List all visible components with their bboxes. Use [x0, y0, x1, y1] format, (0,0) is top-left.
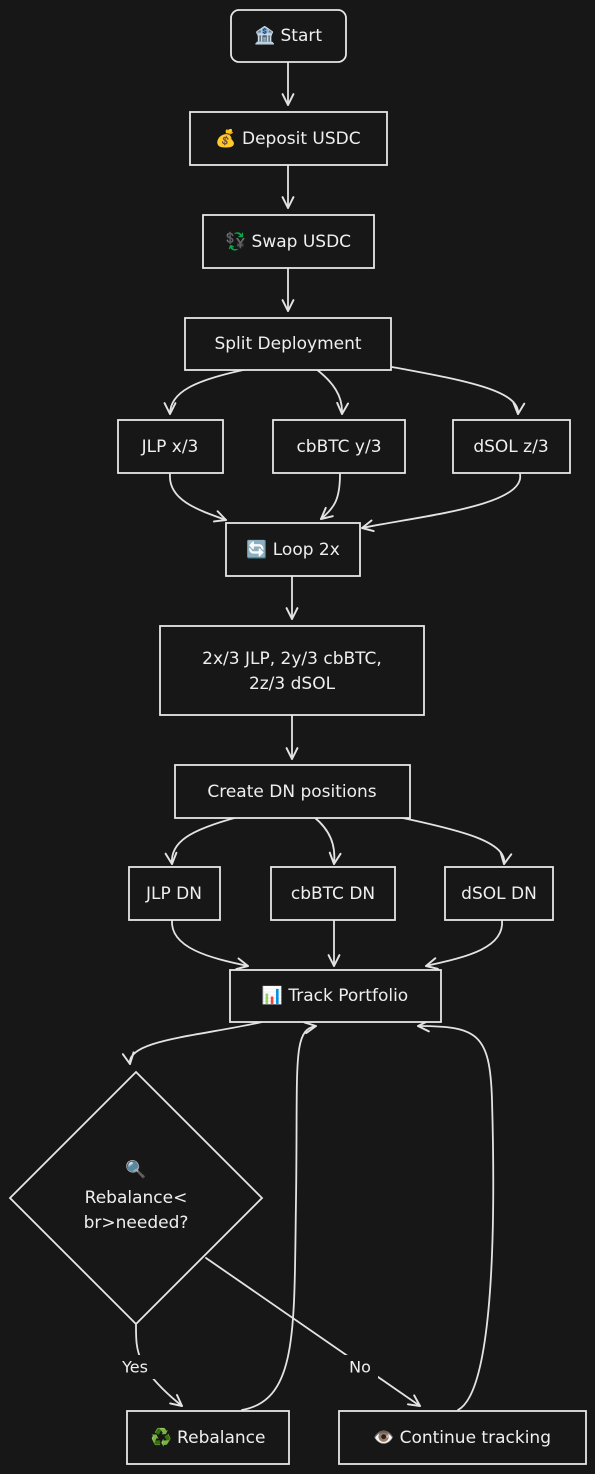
edge-cbbtc-loop: [320, 473, 341, 520]
node-start-label: 🏦 Start: [254, 25, 322, 46]
node-result[interactable]: 2x/3 JLP, 2y/3 cbBTC, 2z/3 dSOL: [159, 625, 425, 716]
node-dsol-dn-label: dSOL DN: [461, 884, 537, 904]
node-create-dn-label: Create DN positions: [207, 782, 376, 802]
edge-labels: Yes No: [114, 1355, 378, 1379]
node-track[interactable]: 📊 Track Portfolio: [229, 969, 442, 1023]
node-jlp-dn[interactable]: JLP DN: [128, 866, 221, 921]
node-swap-label: 💱 Swap USDC: [225, 231, 351, 252]
node-dsol[interactable]: dSOL z/3: [452, 419, 571, 474]
node-loop[interactable]: 🔄 Loop 2x: [225, 522, 361, 577]
node-decision-label-line1: Rebalance<: [85, 1188, 188, 1208]
yes-label-bg: [114, 1355, 156, 1379]
node-track-label: 📊 Track Portfolio: [262, 985, 408, 1006]
edge-create-dsoldn: [397, 816, 513, 865]
node-dsol-dn[interactable]: dSOL DN: [444, 866, 554, 921]
node-split-label: Split Deployment: [214, 334, 361, 354]
node-decision[interactable]: 🔍 Rebalance< br>needed?: [8, 1070, 264, 1326]
node-jlp-label: JLP x/3: [141, 437, 199, 457]
node-jlp[interactable]: JLP x/3: [117, 419, 224, 474]
node-deposit[interactable]: 💰 Deposit USDC: [189, 111, 388, 166]
edge-label-yes: Yes: [121, 1358, 148, 1377]
node-cbbtc-dn-label: cbBTC DN: [291, 884, 375, 904]
node-continue-label: 👁️ Continue tracking: [373, 1428, 551, 1448]
edge-jlp-loop: [169, 473, 227, 523]
edge-track-decision: [121, 1021, 263, 1065]
node-cbbtc[interactable]: cbBTC y/3: [272, 419, 406, 474]
edge-rebalance-track: [241, 1021, 317, 1411]
edge-create-jlpdn: [164, 816, 239, 865]
node-cbbtc-dn[interactable]: cbBTC DN: [270, 866, 396, 921]
node-continue[interactable]: 👁️ Continue tracking: [338, 1410, 587, 1465]
node-rebalance-label: ♻️ Rebalance: [150, 1427, 265, 1448]
edge-label-no: No: [349, 1358, 371, 1377]
edge-jlpdn-track: [171, 919, 249, 971]
edge-split-dsol: [391, 366, 526, 415]
node-deposit-label: 💰 Deposit USDC: [215, 128, 360, 149]
edge-split-jlp: [163, 368, 249, 415]
nodes: 🏦 Start 💰 Deposit USDC 💱 Swap USDC Split…: [8, 9, 587, 1465]
edge-dsol-loop: [361, 473, 521, 533]
edge-create-cbbtcdn: [313, 816, 342, 865]
node-start[interactable]: 🏦 Start: [230, 9, 347, 63]
node-cbbtc-label: cbBTC y/3: [296, 437, 381, 457]
node-result-label-line2: 2z/3 dSOL: [249, 674, 336, 694]
node-decision-label-line2: br>needed?: [84, 1213, 189, 1233]
node-loop-label: 🔄 Loop 2x: [246, 539, 340, 560]
node-swap[interactable]: 💱 Swap USDC: [202, 214, 375, 269]
node-rebalance[interactable]: ♻️ Rebalance: [126, 1410, 290, 1465]
no-label-bg: [342, 1355, 378, 1379]
edge-decision-continue: [205, 1257, 421, 1407]
node-result-label-line1: 2x/3 JLP, 2y/3 cbBTC,: [202, 649, 382, 669]
edge-split-cbbtc: [315, 368, 349, 415]
node-dsol-label: dSOL z/3: [473, 437, 548, 457]
magnifier-icon: 🔍: [125, 1158, 146, 1180]
edge-continue-track: [417, 1019, 495, 1411]
edge-dsoldn-track: [425, 919, 503, 970]
edges: [121, 61, 526, 1411]
node-split[interactable]: Split Deployment: [184, 317, 392, 371]
node-create-dn[interactable]: Create DN positions: [174, 764, 411, 819]
node-jlp-dn-label: JLP DN: [145, 884, 202, 904]
